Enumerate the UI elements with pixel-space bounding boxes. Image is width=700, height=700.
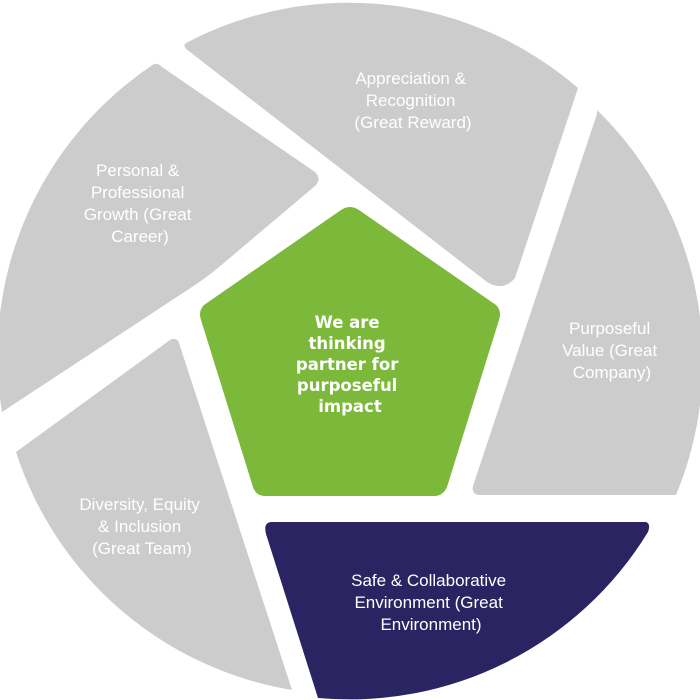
segment-personal-professional-growth-label: Personal & Professional Growth (Great Ca… (84, 161, 196, 246)
segment-safe-collaborative-environment-label: Safe & Collaborative Environment (Great … (351, 571, 511, 634)
segment-purposeful-value (472, 110, 700, 495)
segment-diversity-equity-inclusion (16, 338, 292, 690)
segment-appreciation-recognition-label: Appreciation & Recognition (Great Reward… (354, 69, 471, 132)
segment-safe-collaborative-environment[interactable] (265, 522, 650, 700)
segment-appreciation-recognition (184, 2, 578, 287)
segment-purposeful-value-label: Purposeful Value (Great Company) (562, 319, 662, 382)
segment-diversity-equity-inclusion-label: Diversity, Equity & Inclusion (Great Tea… (79, 495, 204, 558)
center-label: We are thinking partner for purposeful i… (296, 313, 404, 416)
segment-personal-professional-growth (0, 63, 319, 412)
center-pentagon (200, 207, 500, 496)
